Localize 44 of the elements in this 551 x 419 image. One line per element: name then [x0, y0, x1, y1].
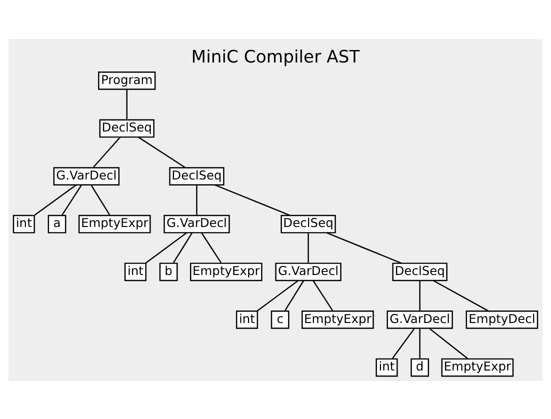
node-box: Program	[98, 70, 156, 90]
node-box: G.VarDecl	[164, 214, 230, 233]
connector	[256, 280, 299, 311]
connector	[138, 136, 186, 168]
connector	[326, 232, 402, 264]
node-box: a	[48, 214, 66, 233]
node-box: DeclSeq	[392, 262, 448, 281]
connector	[93, 136, 121, 168]
connector	[308, 232, 309, 262]
node-box: EmptyExpr	[302, 310, 374, 328]
connector	[145, 232, 187, 264]
node-box: d	[410, 358, 430, 376]
connector	[34, 184, 76, 216]
connector	[284, 280, 304, 310]
connector	[214, 184, 290, 216]
diagram-title: MiniC Compiler AST	[191, 47, 360, 68]
connector	[62, 184, 82, 215]
node-box: EmptyDecl	[466, 310, 538, 328]
connector	[419, 280, 420, 310]
connector	[90, 184, 110, 215]
node-box: b	[159, 262, 178, 281]
node-box: EmptyExpr	[441, 358, 514, 376]
node-box: int	[124, 262, 146, 281]
node-box: int	[236, 310, 258, 328]
node-box: c	[270, 310, 290, 328]
connector	[433, 280, 488, 311]
connector	[428, 327, 468, 359]
connector	[419, 328, 420, 358]
node-box: int	[12, 214, 35, 233]
node-box: EmptyExpr	[78, 214, 151, 233]
connector	[172, 232, 193, 263]
connector	[392, 328, 415, 358]
connector	[312, 280, 334, 310]
connector	[201, 232, 222, 263]
connector	[126, 88, 128, 119]
node-box: DeclSeq	[280, 214, 336, 233]
node-box: EmptyExpr	[190, 262, 262, 281]
node-box: G.VarDecl	[386, 310, 453, 328]
node-box: G.VarDecl	[275, 262, 342, 281]
node-box: G.VarDecl	[53, 166, 120, 185]
connector	[196, 184, 198, 214]
node-box: DeclSeq	[169, 166, 224, 185]
node-box: int	[376, 358, 398, 376]
node-box: DeclSeq	[99, 118, 154, 138]
